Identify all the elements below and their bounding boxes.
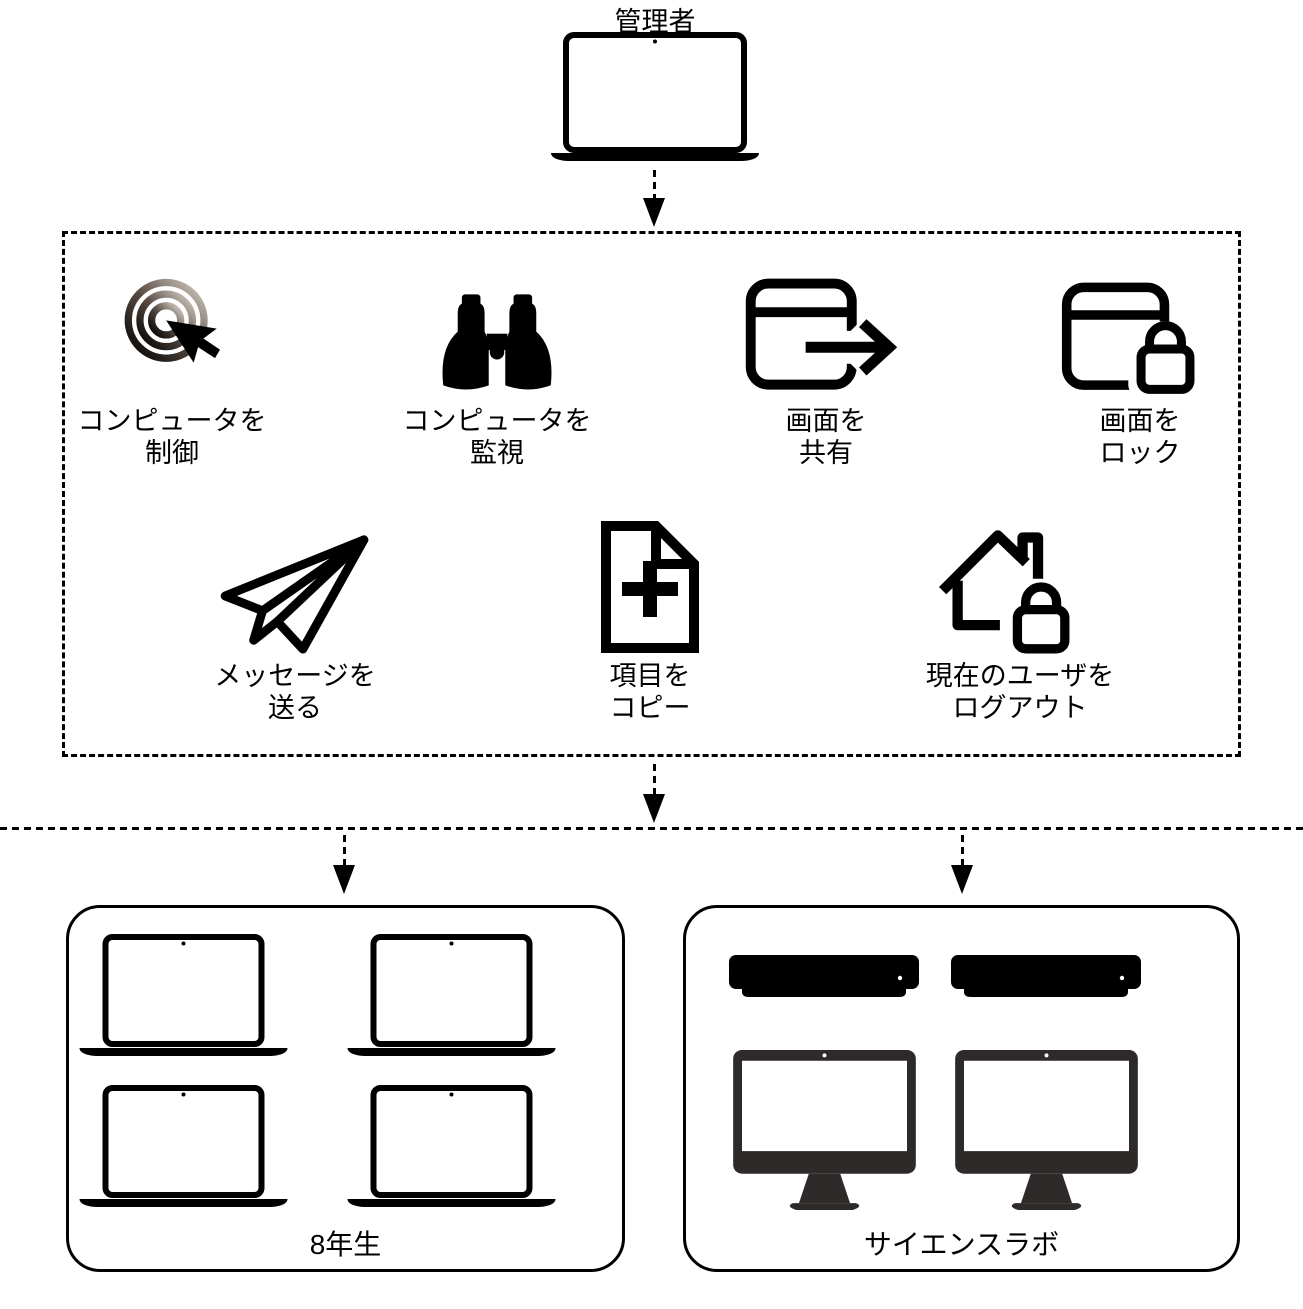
action-label-line1: コンピュータを	[77, 406, 267, 436]
arrow-admin-head	[643, 198, 665, 227]
action-label-line2: 送る	[268, 693, 322, 723]
binoculars-icon	[367, 255, 627, 400]
action-label-line2: 制御	[145, 438, 199, 468]
laptop-icon	[347, 934, 556, 1056]
action-label-line2: ロック	[1099, 438, 1181, 468]
action-copy-items: 項目を コピー	[520, 505, 780, 724]
action-label-line1: 画面を	[1099, 406, 1181, 436]
arrow-distribute-head	[643, 794, 665, 823]
click-signal-cursor-icon	[42, 255, 302, 400]
arrow-lab-shaft	[961, 835, 964, 865]
paper-plane-icon	[165, 505, 425, 655]
laptop-icon	[79, 934, 288, 1056]
group-label-lab: サイエンスラボ	[863, 1229, 1060, 1260]
distribution-dashed-line	[0, 827, 1303, 830]
action-label-line1: 現在のユーザを	[925, 661, 1115, 691]
group-box-lab: サイエンスラボ	[683, 905, 1240, 1272]
arrow-admin-shaft	[653, 170, 656, 198]
laptop-icon	[79, 1085, 288, 1207]
action-label-line2: 共有	[799, 438, 853, 468]
actions-dashed-box	[62, 231, 1241, 757]
action-lock-screen: 画面を ロック	[1010, 255, 1270, 469]
laptop-icon	[347, 1085, 556, 1207]
group-box-classroom: 8年生	[66, 905, 625, 1272]
desktop-monitor-icon	[733, 1049, 916, 1211]
window-padlock-icon	[1010, 255, 1270, 400]
action-send-message: メッセージを 送る	[165, 505, 425, 724]
action-control-computers: コンピュータを 制御	[42, 255, 302, 469]
arrow-classroom-shaft	[343, 835, 346, 865]
action-label-line1: コンピュータを	[402, 406, 592, 436]
action-label-line2: ログアウト	[952, 693, 1088, 723]
action-label-line2: 監視	[470, 438, 524, 468]
action-label-line1: メッセージを	[214, 661, 376, 691]
arrow-classroom-head	[333, 865, 355, 894]
action-share-screen: 画面を 共有	[696, 255, 956, 469]
house-padlock-icon	[890, 505, 1150, 655]
document-plus-icon	[520, 505, 780, 655]
action-logout-current-user: 現在のユーザを ログアウト	[890, 505, 1150, 724]
admin-laptop-icon	[551, 32, 759, 161]
action-observe-computers: コンピュータを 監視	[367, 255, 627, 469]
desktop-monitor-icon	[955, 1049, 1138, 1211]
flat-unit-icon	[951, 955, 1141, 997]
arrow-distribute-shaft	[653, 764, 656, 794]
window-arrow-out-icon	[696, 255, 956, 400]
action-label-line2: コピー	[609, 693, 691, 723]
action-label-line1: 画面を	[785, 406, 867, 436]
flat-unit-icon	[729, 955, 919, 997]
group-label-classroom: 8年生	[309, 1229, 382, 1260]
arrow-lab-head	[951, 865, 973, 894]
action-label-line1: 項目を	[609, 661, 691, 691]
